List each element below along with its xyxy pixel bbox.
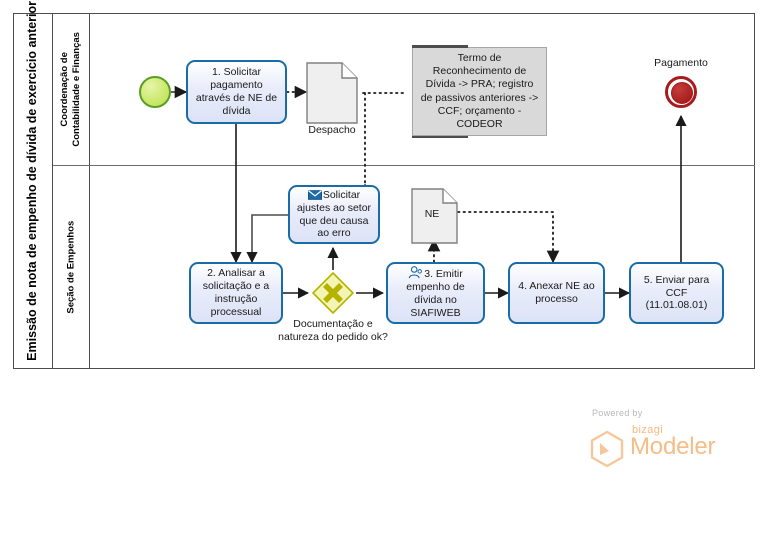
annotation-termo-reconhecimento: Termo de Reconhecimento de Dívida -> PRA… [412, 45, 547, 138]
document-icon [306, 62, 358, 124]
task-2-label: 2. Analisar a solicitação e a instrução … [202, 267, 270, 318]
task-2-analisar-solicitacao[interactable]: 2. Analisar a solicitação e a instrução … [189, 262, 283, 324]
end-event-label: Pagamento [654, 57, 708, 69]
document-ne[interactable] [411, 188, 458, 249]
lane-divider [53, 165, 755, 166]
task-5-label: 5. Enviar para CCF (11.01.08.01) [643, 273, 710, 312]
annotation-text: Termo de Reconhecimento de Dívida -> PRA… [420, 52, 539, 130]
user-icon [409, 266, 423, 279]
task-solicitar-ajustes[interactable]: Solicitar ajustes ao setor que deu causa… [288, 185, 380, 244]
document-despacho[interactable] [306, 62, 358, 129]
task-1-label: 1. Solicitar pagamento através de NE de … [195, 66, 278, 117]
pool-title: Emissão de nota de empenho de dívida de … [24, 1, 39, 361]
bizagi-logo-icon [590, 430, 624, 468]
document-despacho-label: Despacho [308, 124, 356, 136]
document-icon [411, 188, 458, 244]
task-solicitar-ajustes-label: Solicitar ajustes ao setor que deu causa… [296, 188, 372, 240]
task-4-label: 4. Anexar NE ao processo [518, 280, 595, 305]
task-4-anexar-ne[interactable]: 4. Anexar NE ao processo [508, 262, 605, 324]
task-5-enviar-ccf[interactable]: 5. Enviar para CCF (11.01.08.01) [629, 262, 724, 324]
lane-header-empenhos: Seção de Empenhos [53, 165, 90, 369]
task-3-label: 3. Emitir empenho de dívida no SIAFIWEB [406, 268, 465, 319]
exclusive-gateway-icon [311, 271, 355, 315]
watermark-powered-by: Powered by [592, 408, 643, 418]
watermark-product: Modeler [630, 433, 716, 460]
task-1-solicitar-pagamento[interactable]: 1. Solicitar pagamento através de NE de … [186, 60, 287, 124]
watermark-brand: bizagi [632, 424, 664, 436]
gateway-documentacao[interactable] [311, 271, 355, 315]
envelope-icon [307, 190, 322, 200]
pool-header: Emissão de nota de empenho de dívida de … [13, 1, 53, 369]
document-ne-label: NE [424, 208, 440, 220]
start-event[interactable] [139, 76, 171, 108]
gateway-documentacao-label: Documentação e natureza do pedido ok? [278, 318, 388, 343]
bizagi-watermark: Powered by bizagi Modeler [578, 408, 728, 470]
end-event-pagamento[interactable] [665, 76, 697, 108]
lane-label-empenhos: Seção de Empenhos [64, 220, 76, 314]
task-3-emitir-empenho[interactable]: 3. Emitir empenho de dívida no SIAFIWEB [386, 262, 485, 324]
